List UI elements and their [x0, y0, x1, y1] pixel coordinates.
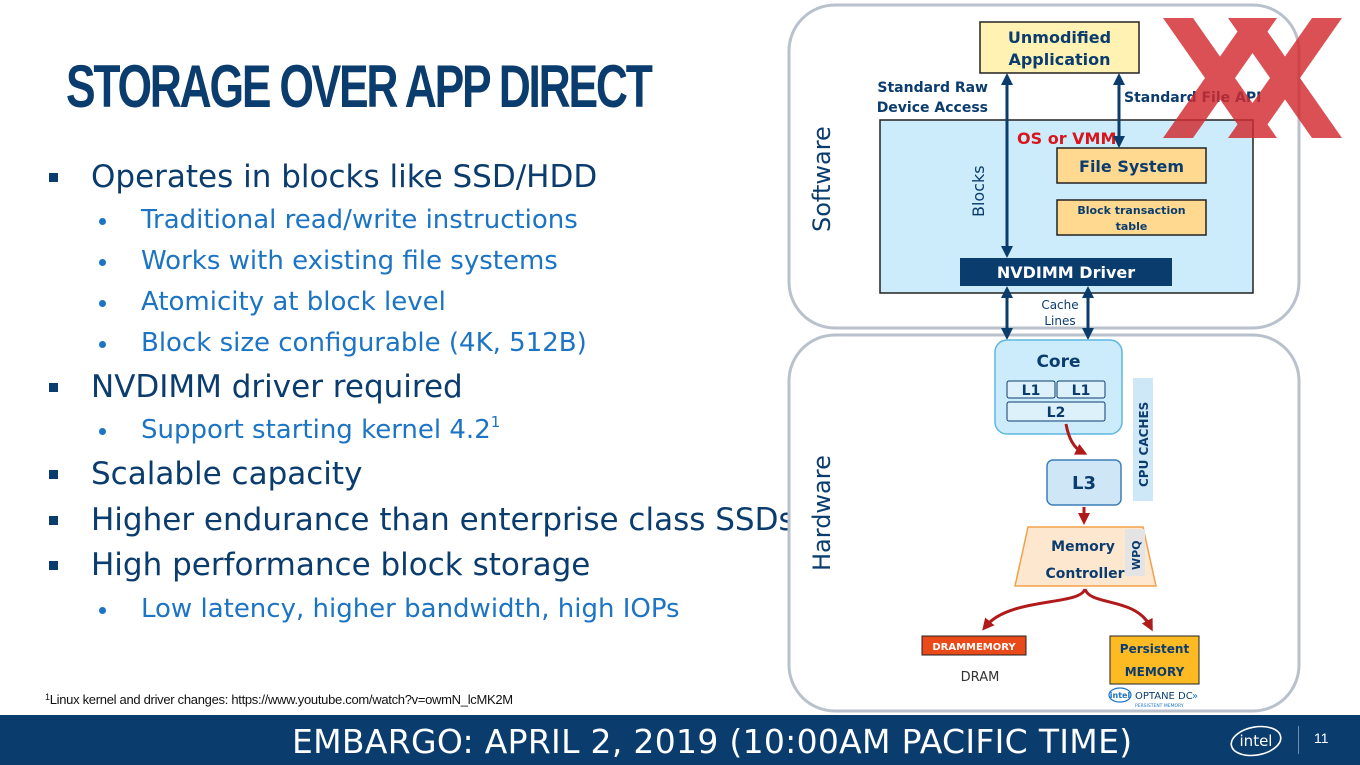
optane-arrows-icon: »: [1192, 691, 1198, 702]
superscript: 1: [490, 413, 501, 431]
square-bullet-icon: [49, 470, 58, 479]
l2-cache: [1006, 401, 1106, 422]
memory-controller-label-line1: Memory: [1051, 539, 1115, 555]
square-bullet-icon: [49, 173, 58, 182]
application-label-line1: Unmodified: [1008, 28, 1111, 47]
file-system-box: [1056, 147, 1207, 184]
l2-cache-label: L2: [1047, 405, 1066, 421]
cache-lines-label-line1: Cache: [1041, 298, 1078, 312]
page-number: 11: [1314, 730, 1329, 746]
dram-memory-box: [921, 635, 1027, 656]
file-system-label: File System: [1079, 157, 1184, 176]
sub-bullet-item: Works with existing file systems: [99, 246, 558, 276]
footnote-marker: 1: [45, 692, 50, 702]
wpq-box: [1125, 529, 1145, 576]
bullet-text: Higher endurance than enterprise class S…: [91, 502, 795, 538]
dot-bullet-icon: [99, 428, 106, 435]
l3-cache-label: L3: [1072, 473, 1096, 494]
dot-bullet-icon: [99, 218, 106, 225]
sub-bullet-item: Traditional read/write instructions: [99, 205, 578, 235]
nvdimm-driver-label: NVDIMM Driver: [997, 263, 1135, 282]
application-label-line2: Application: [1008, 50, 1110, 69]
mc-to-persistent-arrow: [1083, 588, 1153, 632]
square-bullet-icon: [49, 561, 58, 570]
mc-to-dram-arrow: [982, 588, 1087, 631]
hardware-label: Hardware: [808, 455, 836, 571]
embargo-text: EMBARGO: APRIL 2, 2019 (10:00AM PACIFIC …: [292, 722, 1133, 761]
intel-logo-text: intel: [1240, 732, 1273, 750]
hardware-panel: [787, 333, 1301, 713]
footer-bar: EMBARGO: APRIL 2, 2019 (10:00AM PACIFIC …: [0, 715, 1360, 765]
optane-dc-logo: intel OPTANE DC » PERSISTENT MEMORY: [1108, 687, 1198, 709]
optane-name: OPTANE DC: [1135, 691, 1193, 702]
dot-bullet-icon: [99, 259, 106, 266]
bullet-item: NVDIMM driver required: [49, 369, 463, 405]
core-label: Core: [1036, 352, 1080, 372]
wpq-label: WPQ: [1130, 540, 1143, 570]
footer-divider: [1298, 726, 1299, 754]
cache-lines-label-line2: Lines: [1044, 314, 1075, 328]
standard-raw-label-line2: Device Access: [877, 100, 988, 116]
bullet-item: Operates in blocks like SSD/HDD: [49, 159, 598, 195]
btt-label-line1: Block transaction: [1077, 204, 1185, 217]
optane-intel-text: intel: [1110, 691, 1131, 700]
bullet-text: Operates in blocks like SSD/HDD: [91, 159, 598, 195]
optane-subtitle: PERSISTENT MEMORY: [1135, 703, 1184, 709]
footnote: 1Linux kernel and driver changes: https:…: [45, 692, 513, 707]
dot-bullet-icon: [99, 341, 106, 348]
memory-controller-label-line2: Controller: [1045, 566, 1124, 582]
application-box: [979, 21, 1140, 74]
sub-bullet-text: Low latency, higher bandwidth, high IOPs: [141, 594, 680, 624]
sub-bullet-text: Traditional read/write instructions: [141, 205, 578, 235]
bullet-item: High performance block storage: [49, 547, 591, 583]
bullet-text: NVDIMM driver required: [91, 369, 463, 405]
blocks-label: Blocks: [969, 165, 988, 217]
nvdimm-driver-box: [960, 258, 1172, 286]
sub-bullet-text: Support starting kernel 4.2: [141, 415, 491, 445]
bullet-item: Higher endurance than enterprise class S…: [49, 502, 795, 538]
sub-bullet-item: Low latency, higher bandwidth, high IOPs: [99, 594, 680, 624]
software-label: Software: [808, 126, 836, 232]
dram-memory-label: DRAMMEMORY: [932, 642, 1016, 653]
sub-bullet-item: Block size configurable (4K, 512B): [99, 328, 587, 358]
l1-cache-b: [1056, 380, 1106, 399]
bullet-text: High performance block storage: [91, 547, 591, 583]
footnote-text: Linux kernel and driver changes: https:/…: [49, 692, 513, 707]
slide-title: STORAGE OVER APP DIRECT: [66, 53, 653, 120]
l1-cache-b-label: L1: [1072, 383, 1091, 399]
persistent-memory-label-line1: Persistent: [1120, 642, 1190, 656]
dot-bullet-icon: [99, 607, 106, 614]
sub-bullet-text: Works with existing file systems: [141, 246, 558, 276]
l1-cache-a: [1006, 380, 1056, 399]
square-bullet-icon: [49, 516, 58, 525]
square-bullet-icon: [49, 383, 58, 392]
cpu-caches-bar: [1133, 378, 1153, 501]
sub-bullet-text: Atomicity at block level: [141, 287, 446, 317]
l2-to-l3-arrow: [1064, 423, 1088, 455]
bullet-text: Scalable capacity: [91, 456, 363, 492]
sub-bullet-text: Block size configurable (4K, 512B): [141, 328, 587, 358]
standard-raw-label-line1: Standard Raw: [877, 80, 988, 96]
bullet-item: Scalable capacity: [49, 456, 363, 492]
memory-controller: [1014, 526, 1157, 587]
xx-overlay-mark: [1163, 18, 1342, 138]
persistent-memory-label-line2: MEMORY: [1125, 665, 1185, 679]
l3-cache: [1046, 459, 1122, 506]
l1-cache-a-label: L1: [1022, 383, 1041, 399]
dot-bullet-icon: [99, 300, 106, 307]
sub-bullet-item: Support starting kernel 4.21: [99, 413, 501, 445]
persistent-memory-box: [1109, 635, 1200, 685]
cpu-caches-label: CPU CACHES: [1137, 402, 1151, 487]
intel-logo: intel: [1230, 725, 1282, 757]
sub-bullet-item: Atomicity at block level: [99, 287, 446, 317]
dram-label: DRAM: [961, 670, 1000, 685]
btt-label-line2: table: [1116, 220, 1148, 233]
os-vmm-label: OS or VMM: [1017, 129, 1116, 148]
architecture-diagram: Software Hardware OS or VMM Unmodified A…: [787, 3, 1342, 713]
btt-box: [1056, 199, 1207, 236]
